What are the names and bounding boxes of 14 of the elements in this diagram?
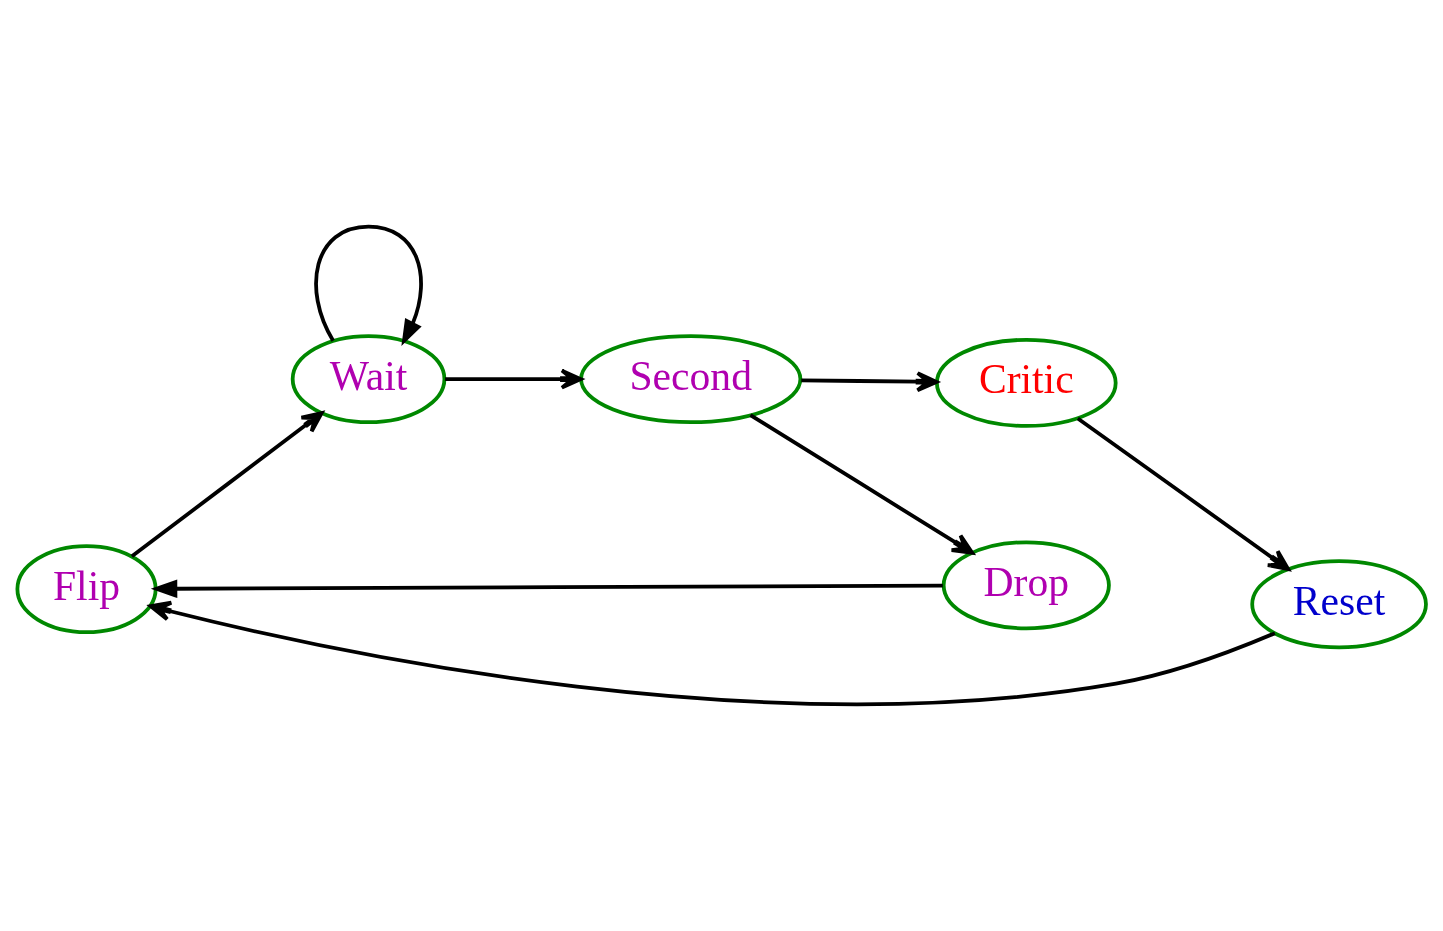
node-ellipse: Wait (290, 334, 447, 425)
node-ellipse: Flip (15, 544, 158, 635)
arrow (150, 579, 943, 599)
arrow (314, 224, 423, 346)
node-ellipse: Second (579, 334, 803, 425)
arrow (148, 600, 1276, 706)
arrow (749, 413, 975, 555)
arrow (801, 371, 939, 393)
arrow (130, 411, 324, 558)
arrow (445, 368, 583, 390)
node-ellipse: Critic (935, 337, 1118, 428)
arrow (1076, 416, 1291, 572)
node-ellipse: Reset (1250, 559, 1428, 650)
node-ellipse: Drop (941, 540, 1111, 631)
